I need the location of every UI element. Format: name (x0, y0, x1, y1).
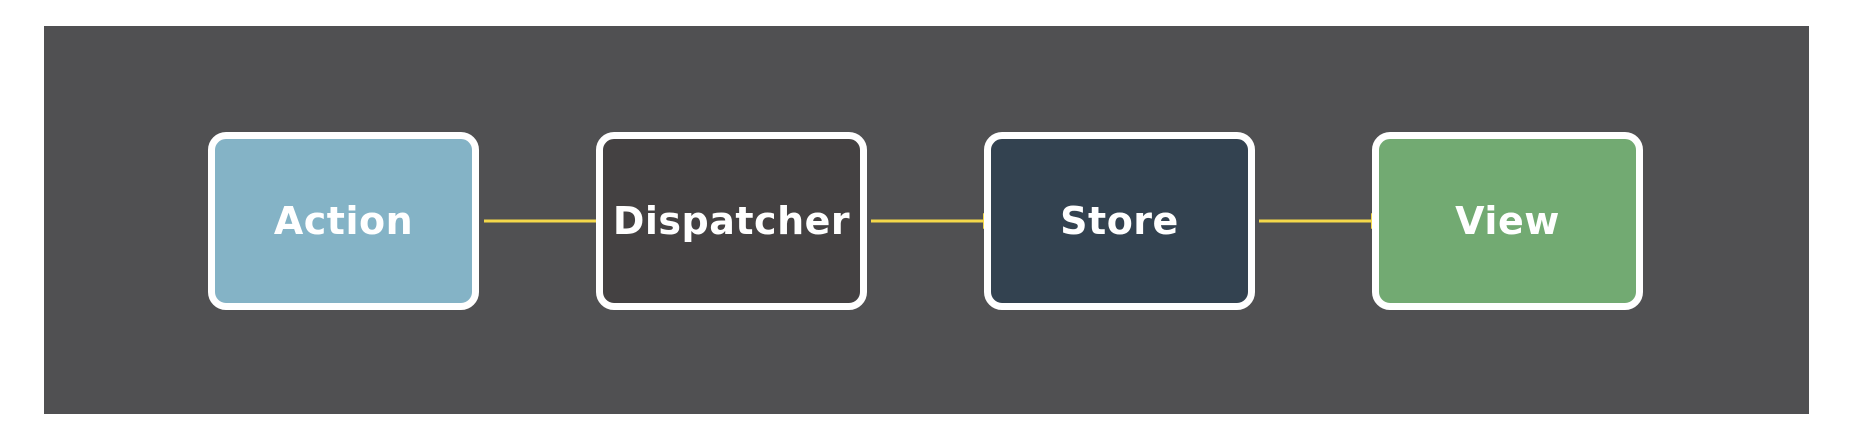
arrow-dispatcher-to-store (871, 213, 999, 229)
arrow-store-to-view (1259, 213, 1387, 229)
arrow-action-to-dispatcher (484, 213, 612, 229)
view-label: View (1455, 199, 1560, 243)
action-node: Action (208, 132, 479, 310)
action-label: Action (273, 199, 414, 243)
diagram-canvas: Action Dispatcher Store View (44, 26, 1809, 414)
dispatcher-label: Dispatcher (612, 199, 851, 243)
store-label: Store (1060, 199, 1179, 243)
view-node: View (1372, 132, 1643, 310)
store-node: Store (984, 132, 1255, 310)
dispatcher-node: Dispatcher (596, 132, 867, 310)
